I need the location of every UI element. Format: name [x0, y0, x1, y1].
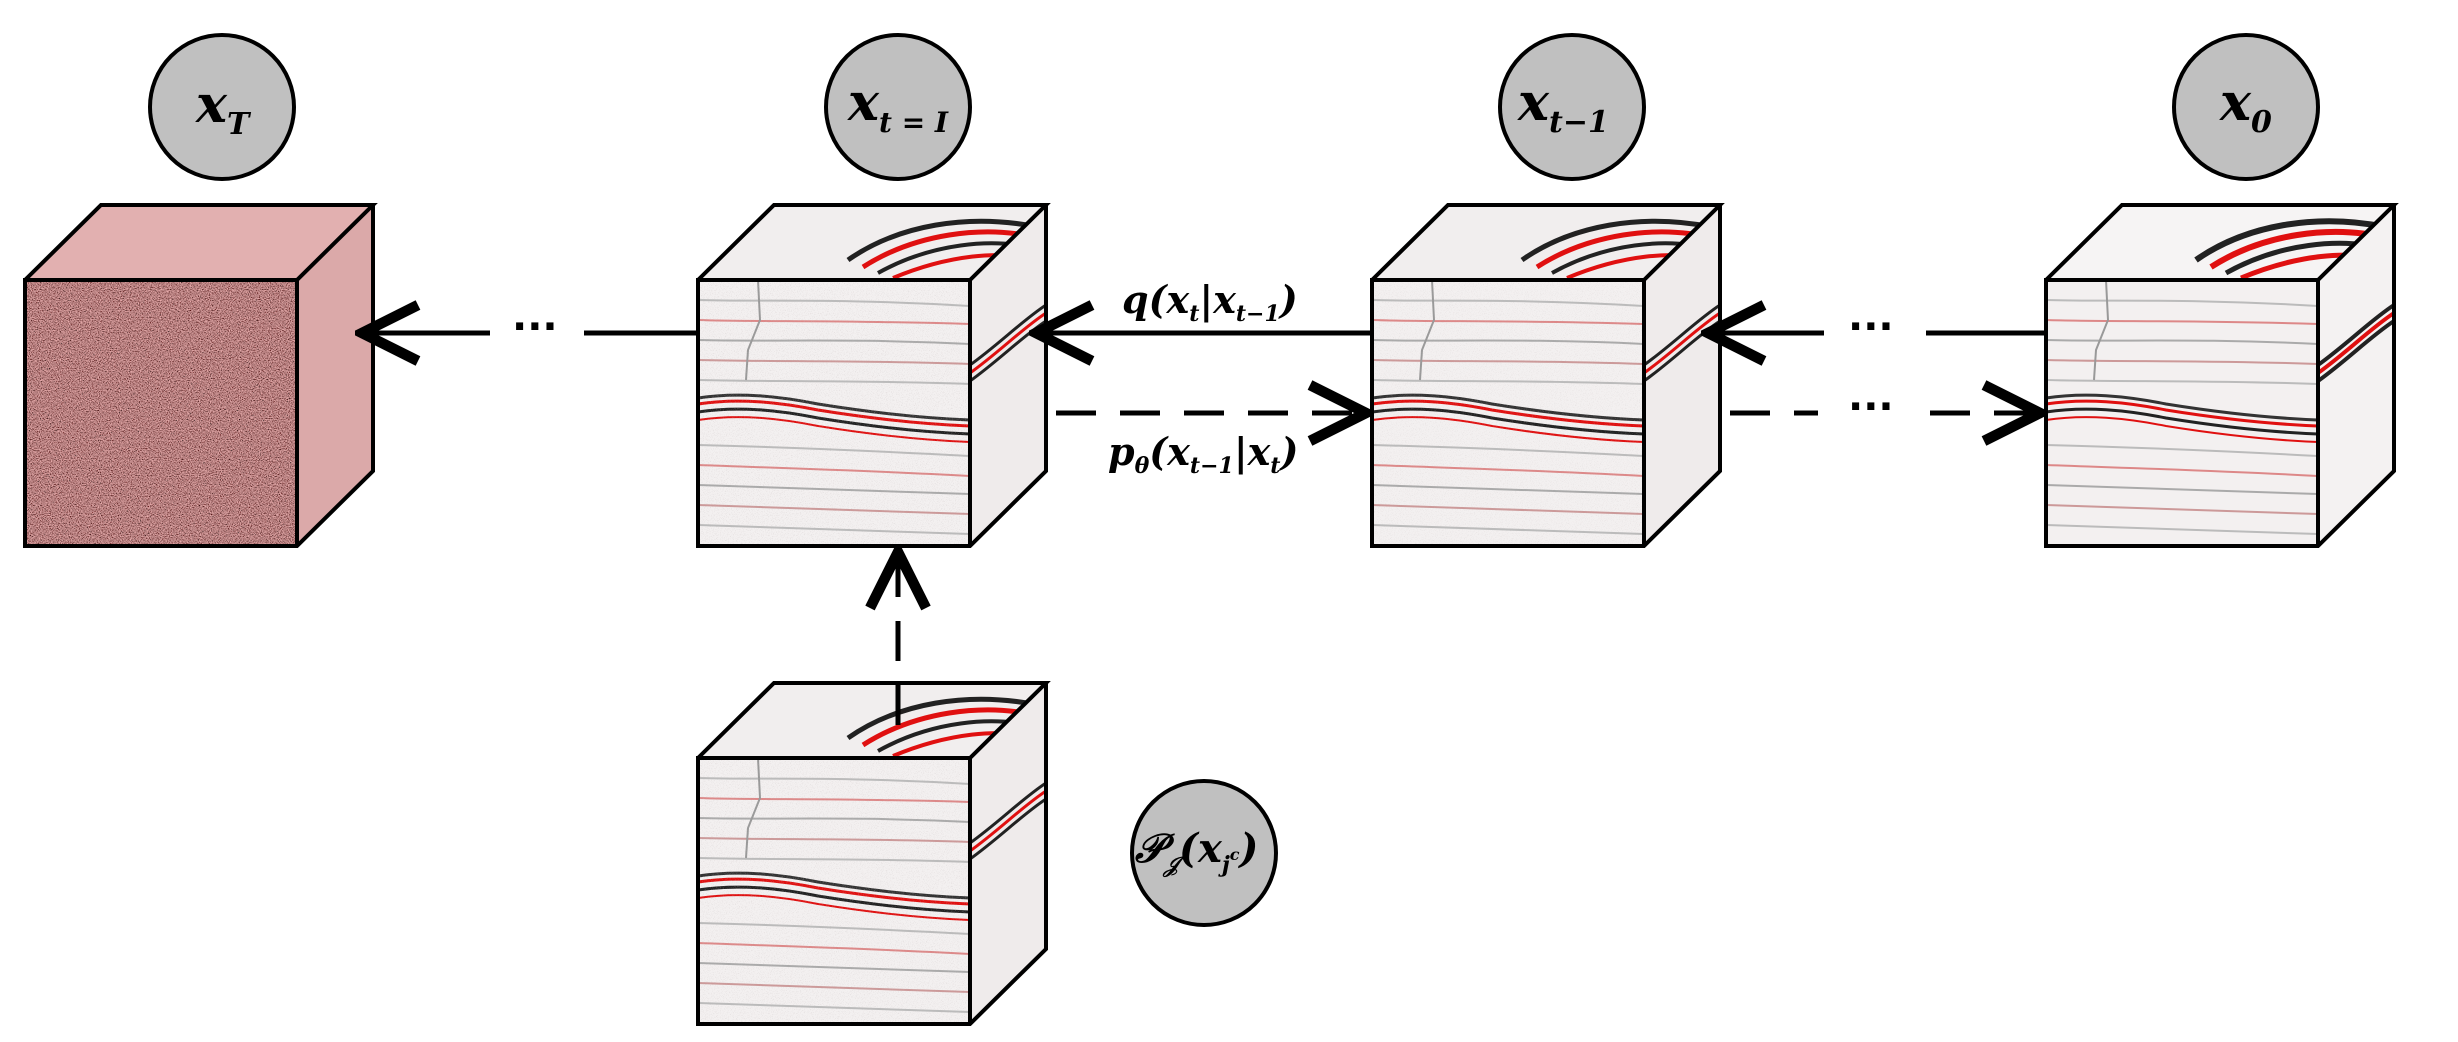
ellipsis-bottom-right: ···: [1848, 384, 1894, 430]
cube-x0: [2044, 203, 2399, 548]
ellipsis-left: ···: [512, 304, 558, 350]
svg-text:xt−1: xt−1: [1517, 72, 1609, 140]
node-xt-I: xt = I: [824, 33, 972, 181]
svg-text:xt = I: xt = I: [847, 72, 949, 139]
label-reverse-p: pθ(xt−1|xt): [1108, 429, 1298, 479]
node-projection: 𝒫𝒥(xjc): [1130, 779, 1278, 927]
cube-conditioning: [696, 681, 1051, 1026]
node-xt-1: xt−1: [1498, 33, 1646, 181]
arrow-reverse-to-x0: ···: [1730, 384, 2040, 430]
cube-xt-I: [696, 203, 1051, 548]
node-x0: x0: [2172, 33, 2320, 181]
svg-text:x0: x0: [2219, 72, 2272, 140]
arrow-forward-from-x0: ···: [1708, 304, 2046, 350]
label-forward-q: q(xt|xt−1): [1122, 277, 1298, 327]
cube-xT: [23, 203, 378, 548]
arrow-forward-to-xT: ···: [362, 304, 698, 350]
node-xT: xT: [148, 33, 296, 181]
svg-text:𝒫𝒥(xjc): 𝒫𝒥(xjc): [1135, 825, 1258, 878]
svg-text:xT: xT: [195, 74, 252, 142]
ellipsis-top-right: ···: [1848, 304, 1894, 350]
cube-xt-1: [1370, 203, 1725, 548]
